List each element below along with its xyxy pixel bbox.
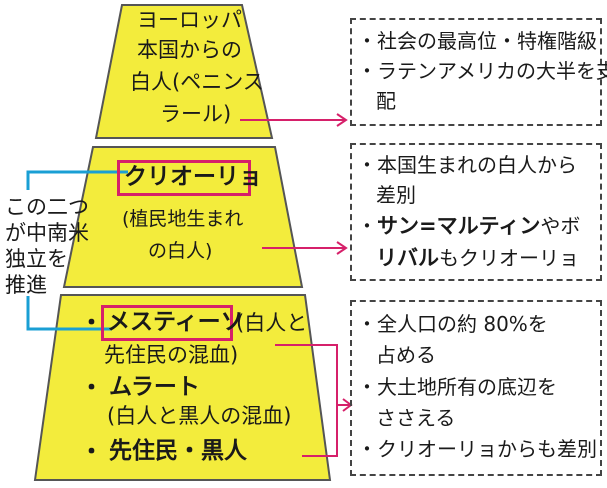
mestizo-bullet: ・ <box>80 310 103 336</box>
mulatto-bullet: ・ <box>80 375 103 401</box>
side-note-line-4: 推進 <box>5 273 47 297</box>
top-tier-line-2: 本国からの <box>137 38 242 62</box>
connector-top <box>240 113 348 127</box>
note-middle-line-3: ・サン=マルティンやボ <box>357 216 580 237</box>
top-tier-line-3: 白人(ペニンス <box>130 70 264 94</box>
mestizo-paren-2: 先住民の混血) <box>104 343 239 367</box>
connector-middle <box>262 241 348 255</box>
note-box-bottom <box>350 300 602 476</box>
note-bottom-line-5: ・クリオーリョからも差別 <box>357 437 597 461</box>
side-bracket-lower <box>26 296 112 331</box>
note-middle-bullet: ・ <box>357 214 377 238</box>
note-bottom-line-2: 占める <box>376 343 436 367</box>
creole-paren-line-2: の白人) <box>148 240 213 262</box>
note-bottom-line-3: ・大土地所有の底辺を <box>357 375 557 399</box>
creole-label: クリオーリョ <box>124 164 262 190</box>
pyramid-tier-top <box>94 4 274 139</box>
pyramid-tier-middle <box>62 146 304 288</box>
pyramid-tier-bottom <box>33 294 332 481</box>
note-box-middle <box>350 143 602 281</box>
note-middle-line-2: 差別 <box>376 183 416 207</box>
native-bullet: ・ <box>80 439 103 465</box>
note-middle-line-4: リバルもクリオーリョ <box>376 248 579 269</box>
mestizo-paren-1: (白人と <box>236 311 308 335</box>
note-bottom-line-4: ささえる <box>376 406 456 430</box>
mestizo-label: メスティーソ <box>107 309 244 335</box>
note-middle-line-3-rest: やボ <box>540 214 581 238</box>
side-bracket <box>26 170 128 190</box>
note-top-line-1: ・社会の最高位・特権階級 <box>357 29 597 53</box>
san-martin-name: サン=マルティン <box>377 214 541 238</box>
side-note-line-3: 独立を <box>5 247 68 271</box>
mestizo-highlight-box <box>101 305 233 341</box>
bolivar-name: リバル <box>376 246 439 270</box>
note-bottom-line-1: ・全人口の約 80%を <box>357 312 548 336</box>
mulatto-label: ムラート <box>109 374 200 400</box>
mulatto-paren: (白人と黒人の混血) <box>107 404 292 428</box>
creole-paren-line-1: (植民地生まれ <box>122 208 244 230</box>
note-box-top <box>350 18 602 126</box>
side-note-line-2: が中南米 <box>5 221 89 245</box>
native-african-label: 先住民・黒人 <box>109 438 247 464</box>
note-middle-line-4-rest: もクリオーリョ <box>439 246 579 270</box>
top-tier-line-4: ラール) <box>160 102 232 126</box>
top-tier-line-1: ヨーロッパ <box>137 8 242 32</box>
note-middle-line-1: ・本国生まれの白人から <box>357 153 577 177</box>
creole-highlight-box <box>117 160 251 196</box>
note-top-line-3: 配 <box>376 89 396 113</box>
note-top-line-2: ・ラテンアメリカの大半を支 <box>357 59 607 83</box>
side-note-line-1: この二つ <box>5 195 89 219</box>
